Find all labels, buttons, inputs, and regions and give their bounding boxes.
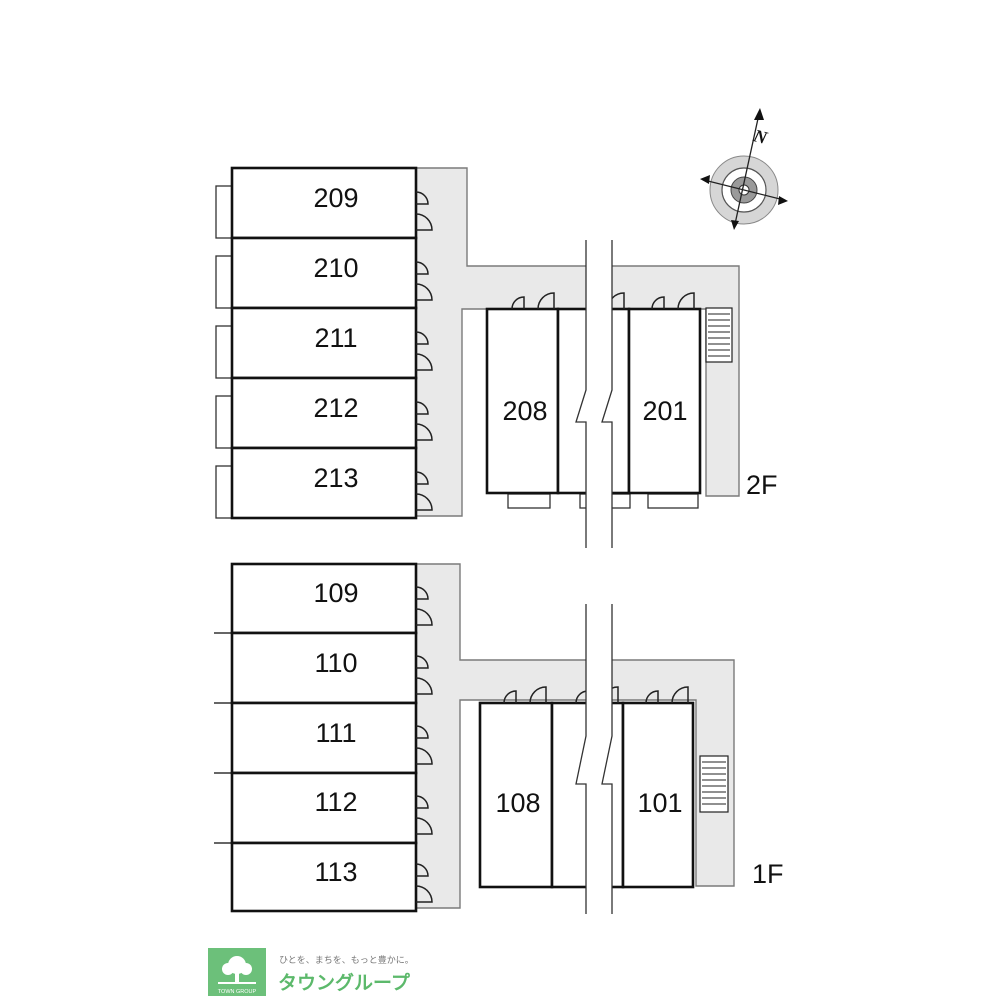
logo-small-text: TOWN GROUP — [218, 989, 257, 995]
balconies-1f — [214, 590, 233, 910]
stairs-1f — [699, 755, 729, 813]
stairs-2f — [705, 307, 733, 363]
unit-label-109: 109 — [313, 578, 358, 608]
unit-label-208: 208 — [502, 396, 547, 426]
unit-101 — [621, 701, 695, 889]
unit-209 — [230, 166, 418, 240]
unit-110 — [230, 631, 418, 705]
compass-icon: N — [700, 108, 788, 230]
unit-211 — [230, 306, 418, 380]
floor-1f: 109 110 111 112 113 108 101 — [214, 562, 784, 914]
break-line-1f — [575, 604, 613, 914]
unit-213 — [230, 446, 418, 520]
unit-label-209: 209 — [313, 183, 358, 213]
logo-name: タウングループ — [278, 971, 411, 994]
unit-label-210: 210 — [313, 253, 358, 283]
unit-label-112: 112 — [314, 787, 357, 817]
unit-109 — [230, 562, 418, 635]
town-group-logo: TOWN GROUP ひとを、まちを、もっと豊かに。 タウングループ — [208, 948, 414, 996]
unit-label-213: 213 — [313, 463, 358, 493]
unit-212 — [230, 376, 418, 450]
unit-201 — [627, 307, 702, 495]
unit-111 — [230, 701, 418, 775]
unit-label-111: 111 — [315, 718, 356, 748]
break-line-2f — [575, 240, 613, 548]
unit-label-201: 201 — [642, 396, 687, 426]
unit-210 — [230, 236, 418, 310]
compass-north-label: N — [750, 125, 770, 148]
floor-label-1f: 1F — [752, 859, 784, 889]
tree-icon — [218, 956, 256, 984]
unit-label-211: 211 — [314, 323, 357, 353]
unit-208 — [485, 307, 560, 495]
floor-2f: 209 210 211 212 213 208 201 — [215, 166, 778, 548]
unit-108 — [478, 701, 554, 889]
unit-label-212: 212 — [313, 393, 358, 423]
unit-label-113: 113 — [314, 857, 357, 887]
logo-tagline: ひとを、まちを、もっと豊かに。 — [279, 954, 414, 965]
doors-left-2f — [415, 191, 433, 511]
doors-left-1f — [415, 586, 433, 903]
unit-label-101: 101 — [637, 788, 682, 818]
unit-113 — [230, 841, 418, 913]
floor-label-2f: 2F — [746, 470, 778, 500]
unit-label-110: 110 — [314, 648, 357, 678]
unit-label-108: 108 — [495, 788, 540, 818]
